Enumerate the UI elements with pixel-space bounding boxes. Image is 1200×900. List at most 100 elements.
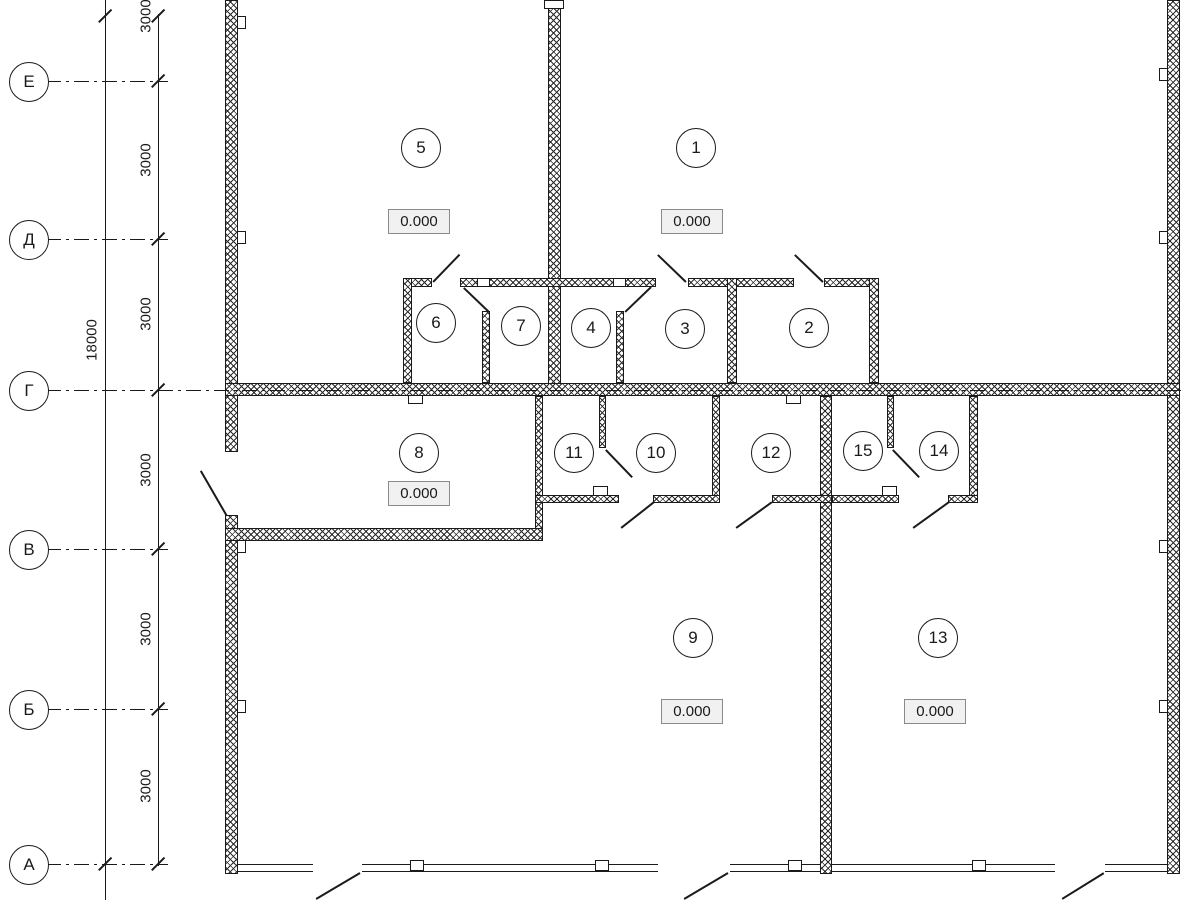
door-leaf-bottom-1 bbox=[315, 872, 361, 900]
wall-room8-bottom bbox=[225, 528, 543, 541]
dimension-label-interval: 3000 bbox=[137, 143, 155, 177]
axis-letter: Е bbox=[23, 72, 35, 91]
axis-line-g bbox=[46, 390, 1185, 392]
room-bubble-11: 11 bbox=[554, 433, 594, 473]
wall-axis-g bbox=[225, 383, 1180, 396]
window-mark bbox=[237, 700, 246, 713]
wall-left-lower bbox=[225, 515, 238, 874]
window-mullion-mark bbox=[595, 860, 609, 871]
elevation-value: 0.000 bbox=[673, 213, 711, 230]
room-bubble-12: 12 bbox=[751, 433, 791, 473]
axis-bubble-a: А bbox=[9, 845, 49, 885]
dimension-label-interval: 3000 bbox=[137, 769, 155, 803]
wall-div-3-2 bbox=[727, 278, 737, 383]
room-number: 3 bbox=[680, 319, 690, 338]
door-leaf-room10 bbox=[620, 501, 655, 529]
room-bubble-10: 10 bbox=[636, 433, 676, 473]
opening-mark bbox=[408, 395, 423, 404]
axis-bubble-e: Е bbox=[9, 62, 49, 102]
wall-div-11-10 bbox=[599, 396, 606, 448]
room-number: 1 bbox=[691, 138, 701, 157]
door-leaf-room10-inner bbox=[605, 449, 633, 478]
room-number: 14 bbox=[929, 441, 949, 460]
axis-letter: В bbox=[23, 540, 35, 559]
door-frame-mark bbox=[613, 278, 626, 287]
dimension-label-total: 18000 bbox=[83, 319, 101, 361]
door-leaf-entrance-left bbox=[200, 470, 228, 517]
room-number: 2 bbox=[804, 318, 814, 337]
door-leaf-room7 bbox=[463, 287, 490, 313]
door-leaf-bottom-3 bbox=[1061, 872, 1105, 900]
elevation-mark-room13: 0.000 bbox=[904, 699, 966, 724]
wall-lowrooms-bottom bbox=[832, 495, 899, 503]
room-bubble-2: 2 bbox=[789, 308, 829, 348]
axis-letter: Б bbox=[23, 700, 35, 719]
room-bubble-3: 3 bbox=[665, 309, 705, 349]
room-number: 6 bbox=[431, 313, 441, 332]
room-bubble-1: 1 bbox=[676, 128, 716, 168]
room-bubble-6: 6 bbox=[416, 303, 456, 343]
wall-lowrooms-bottom bbox=[653, 495, 720, 503]
elevation-value: 0.000 bbox=[673, 703, 711, 720]
axis-letter: А bbox=[23, 855, 35, 874]
window-mark bbox=[237, 231, 246, 244]
door-leaf-room12 bbox=[735, 501, 773, 529]
dimension-label-interval: 3000 bbox=[137, 612, 155, 646]
window-sill bbox=[1105, 864, 1167, 872]
door-leaf-room4 bbox=[624, 286, 652, 313]
room-bubble-13: 13 bbox=[918, 618, 958, 658]
dimension-label-interval: 3000 bbox=[137, 0, 155, 33]
window-mark bbox=[1159, 700, 1168, 713]
room-number: 8 bbox=[414, 443, 424, 462]
dimension-label-interval: 3000 bbox=[137, 453, 155, 487]
elevation-value: 0.000 bbox=[400, 213, 438, 230]
axis-line-v bbox=[46, 549, 168, 551]
room-number: 7 bbox=[516, 316, 526, 335]
wall-lowrooms-bottom bbox=[772, 495, 832, 503]
wall-lowrooms-bottom bbox=[535, 495, 619, 503]
window-mark bbox=[237, 16, 246, 29]
door-leaf-room3 bbox=[657, 254, 687, 283]
window-sill bbox=[238, 864, 313, 872]
room-number: 11 bbox=[565, 443, 583, 462]
elevation-mark-room5: 0.000 bbox=[388, 209, 450, 234]
room-number: 5 bbox=[416, 138, 426, 157]
axis-line-d bbox=[46, 239, 168, 241]
room-bubble-7: 7 bbox=[501, 306, 541, 346]
elevation-mark-room1: 0.000 bbox=[661, 209, 723, 234]
room-number: 10 bbox=[646, 443, 666, 462]
window-mullion-mark bbox=[410, 860, 424, 871]
axis-letter: Д bbox=[23, 230, 35, 249]
dimension-label-interval: 3000 bbox=[137, 297, 155, 331]
door-frame-mark bbox=[882, 486, 897, 496]
axis-line-a bbox=[46, 864, 168, 866]
window-mullion-mark bbox=[972, 860, 986, 871]
room-bubble-15: 15 bbox=[843, 431, 883, 471]
axis-bubble-g: Г bbox=[9, 371, 49, 411]
opening-mark bbox=[786, 395, 801, 404]
wall-room14-right bbox=[969, 396, 978, 503]
wall-center-vertical bbox=[548, 0, 561, 396]
wall-room6-left bbox=[403, 278, 412, 383]
window-mark bbox=[1159, 68, 1168, 81]
wall-left-upper bbox=[225, 0, 238, 452]
room-bubble-4: 4 bbox=[571, 308, 611, 348]
window-sill bbox=[730, 864, 1055, 872]
wall-band-top bbox=[460, 278, 656, 287]
room-number: 4 bbox=[586, 318, 596, 337]
room-number: 15 bbox=[853, 441, 873, 460]
room-bubble-14: 14 bbox=[919, 431, 959, 471]
elevation-mark-room9: 0.000 bbox=[661, 699, 723, 724]
wall-room2-right bbox=[869, 278, 879, 383]
dimension-line-interval bbox=[158, 14, 160, 866]
room-bubble-9: 9 bbox=[673, 618, 713, 658]
door-frame-mark bbox=[477, 278, 490, 287]
axis-bubble-b: Б bbox=[9, 690, 49, 730]
elevation-value: 0.000 bbox=[916, 703, 954, 720]
wall-div-10-12 bbox=[712, 396, 720, 503]
door-leaf-room14 bbox=[912, 501, 950, 529]
door-leaf-room2 bbox=[794, 254, 824, 283]
wall-room8-right bbox=[535, 396, 543, 541]
door-frame-mark bbox=[593, 486, 608, 496]
